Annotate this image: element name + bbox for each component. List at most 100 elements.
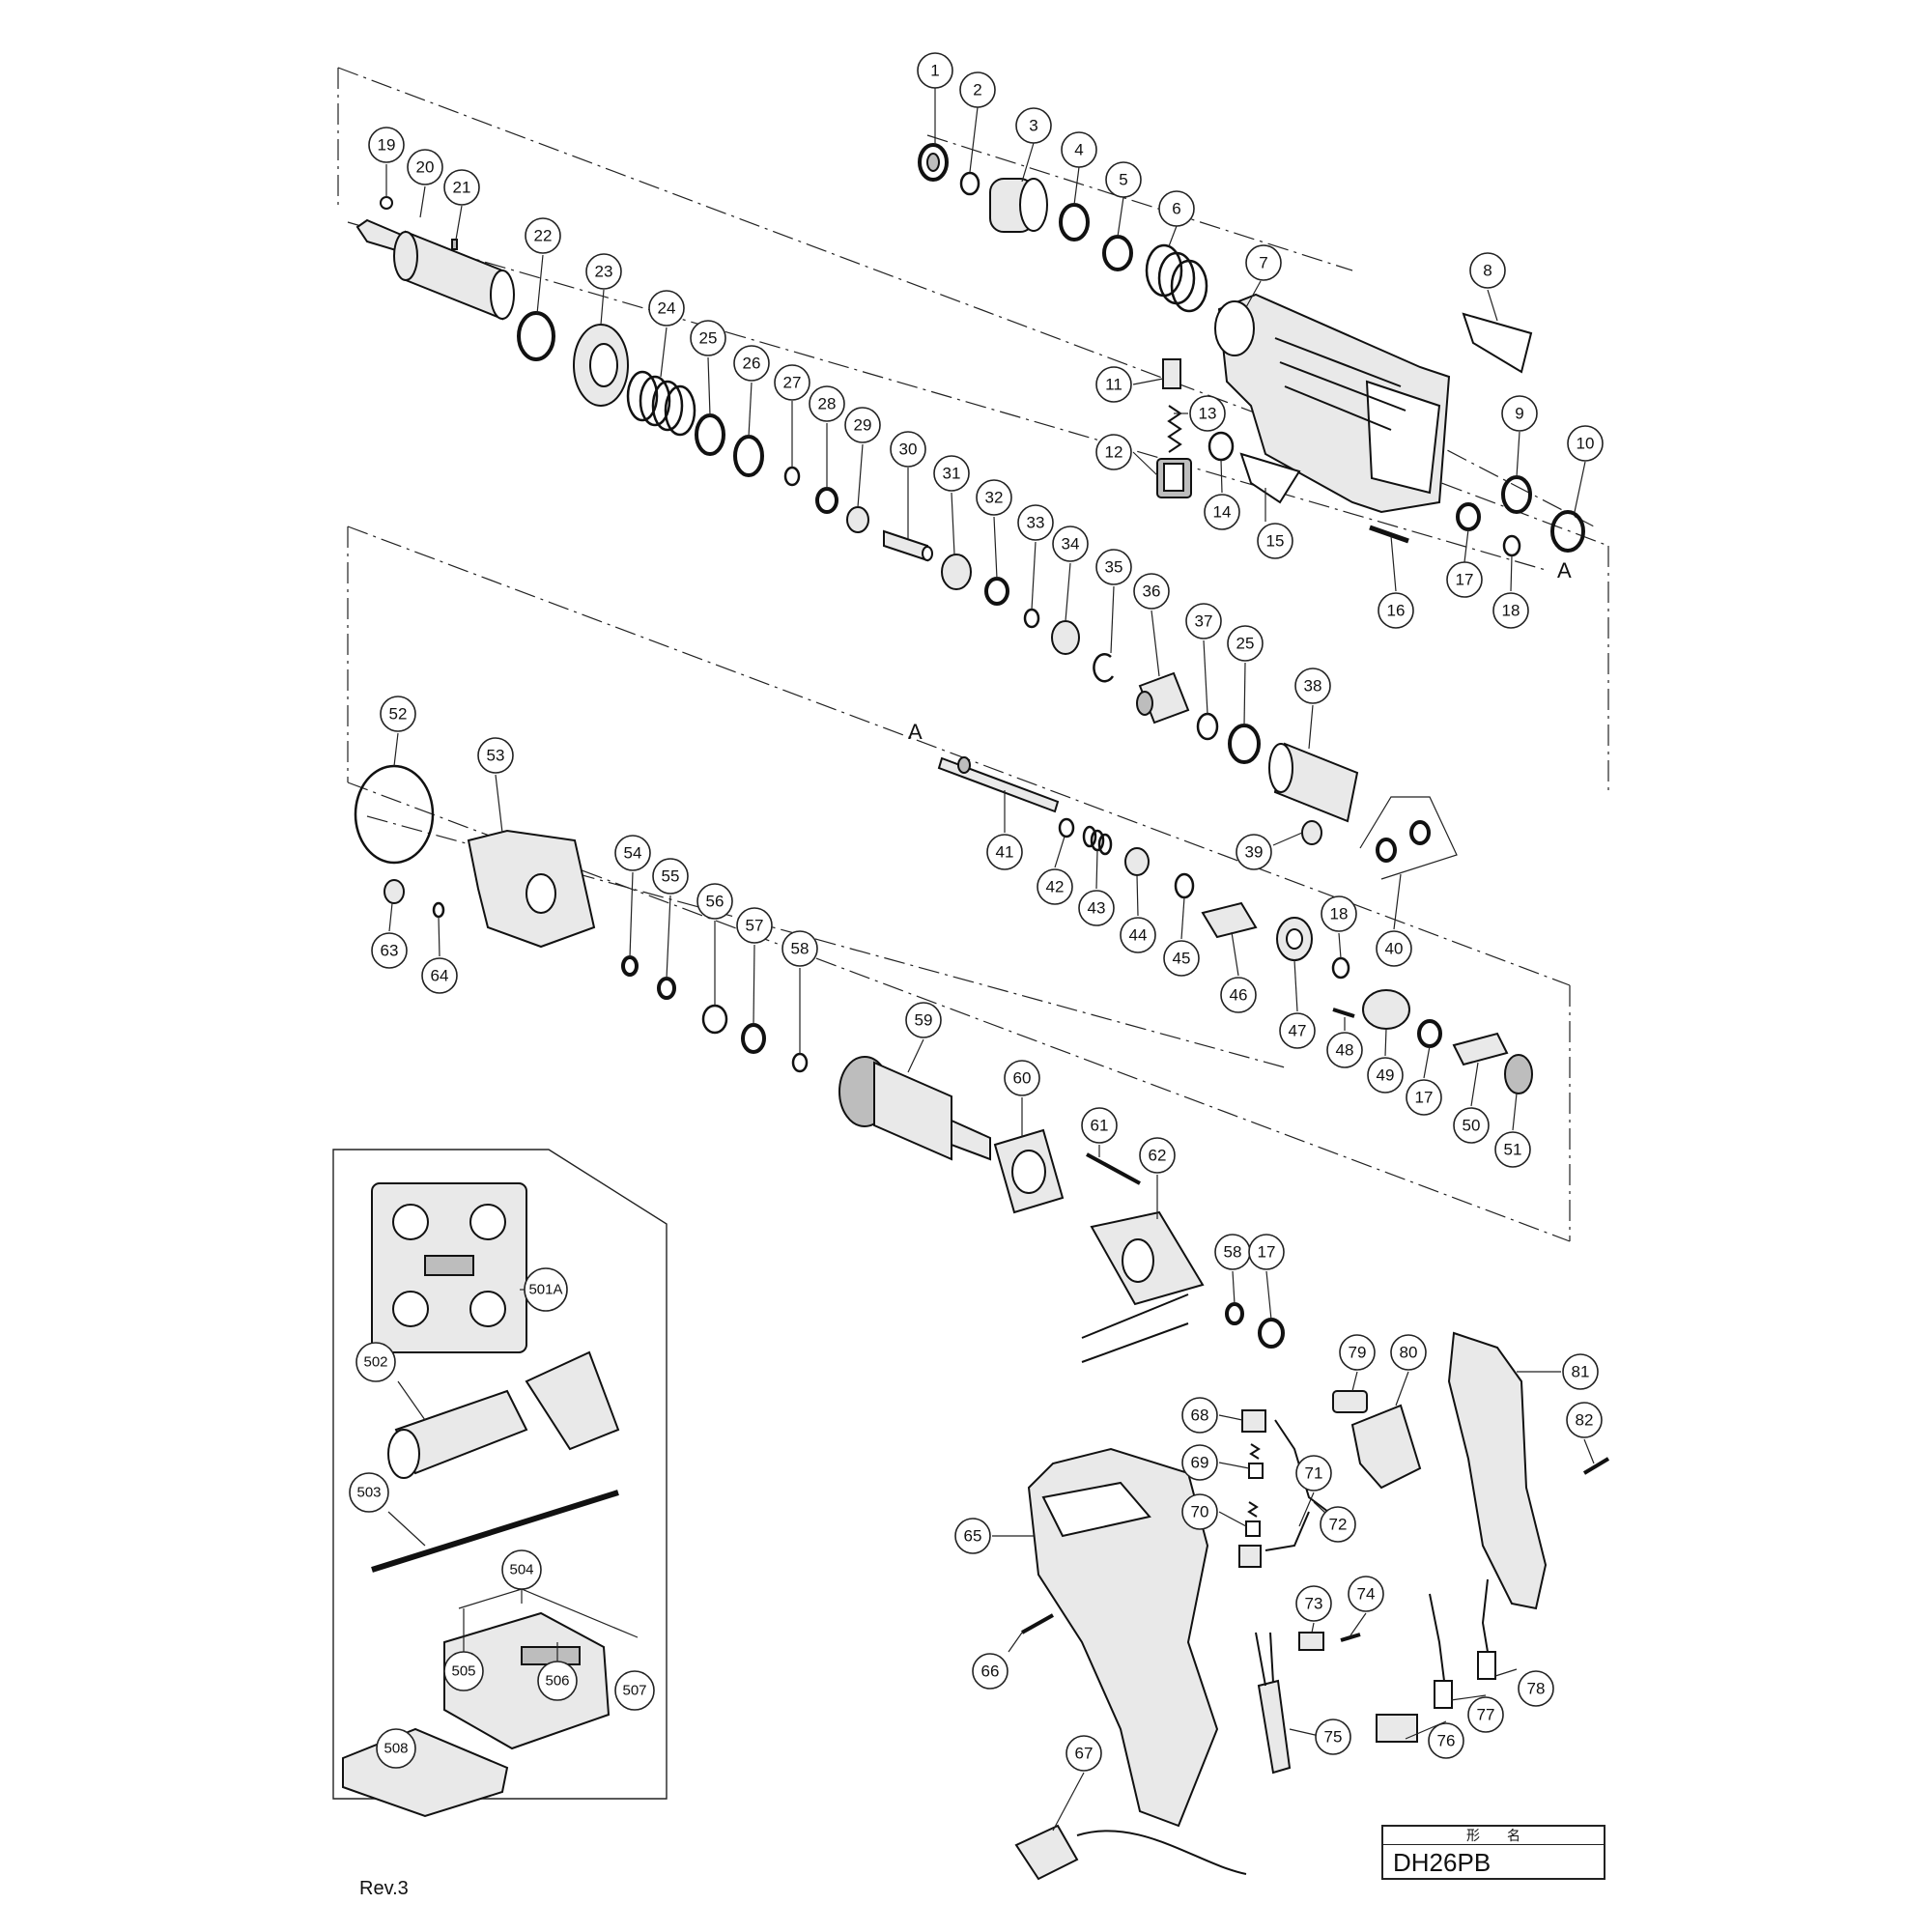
part-49 bbox=[1362, 989, 1410, 1030]
part-24-spring bbox=[626, 370, 696, 437]
svg-text:58: 58 bbox=[791, 940, 810, 958]
callout-67: 67 bbox=[1065, 1735, 1102, 1772]
part-75-cord-armor bbox=[1255, 1632, 1292, 1775]
part-40 bbox=[1376, 820, 1431, 863]
svg-text:44: 44 bbox=[1129, 926, 1148, 945]
callout-16: 16 bbox=[1378, 592, 1414, 629]
callout-33: 33 bbox=[1017, 504, 1054, 541]
callout-38: 38 bbox=[1294, 668, 1331, 704]
part-58-lower bbox=[1225, 1302, 1244, 1325]
part-3 bbox=[989, 178, 1048, 233]
part-5 bbox=[1102, 235, 1133, 271]
callout-75: 75 bbox=[1315, 1719, 1351, 1755]
callout-44: 44 bbox=[1120, 917, 1156, 953]
part-55 bbox=[657, 977, 676, 1000]
svg-text:70: 70 bbox=[1191, 1503, 1209, 1521]
part-59-armature bbox=[838, 1056, 991, 1161]
callout-13: 13 bbox=[1189, 395, 1226, 432]
callout-507: 507 bbox=[614, 1670, 655, 1711]
leader-lines bbox=[385, 88, 1595, 1832]
svg-text:17: 17 bbox=[1258, 1243, 1276, 1262]
part-53-inner-cover bbox=[467, 829, 596, 949]
svg-text:45: 45 bbox=[1173, 950, 1191, 968]
svg-text:503: 503 bbox=[356, 1485, 381, 1501]
svg-text:46: 46 bbox=[1230, 986, 1248, 1005]
svg-text:79: 79 bbox=[1349, 1344, 1367, 1362]
svg-text:24: 24 bbox=[658, 299, 676, 318]
callout-51: 51 bbox=[1494, 1131, 1531, 1168]
svg-text:17: 17 bbox=[1415, 1089, 1434, 1107]
svg-text:53: 53 bbox=[487, 747, 505, 765]
svg-text:27: 27 bbox=[783, 374, 802, 392]
part-17-middle bbox=[1417, 1019, 1442, 1048]
svg-text:47: 47 bbox=[1289, 1022, 1307, 1040]
svg-text:6: 6 bbox=[1172, 200, 1180, 218]
callout-32: 32 bbox=[976, 479, 1012, 516]
callout-31: 31 bbox=[933, 455, 970, 492]
part-35 bbox=[1093, 652, 1115, 683]
callout-43: 43 bbox=[1078, 890, 1115, 926]
callout-17-a: 17 bbox=[1446, 561, 1483, 598]
part-43-spring bbox=[1082, 825, 1113, 856]
callout-39: 39 bbox=[1236, 834, 1272, 870]
svg-text:77: 77 bbox=[1477, 1706, 1495, 1724]
callout-504: 504 bbox=[501, 1549, 542, 1590]
callout-7: 7 bbox=[1245, 244, 1282, 281]
part-58-upper bbox=[791, 1052, 809, 1073]
callout-52: 52 bbox=[380, 696, 416, 732]
svg-text:49: 49 bbox=[1377, 1066, 1395, 1085]
svg-text:22: 22 bbox=[534, 227, 553, 245]
svg-text:18: 18 bbox=[1502, 602, 1520, 620]
part-12 bbox=[1156, 458, 1192, 498]
part-6 bbox=[1145, 243, 1208, 313]
callout-63: 63 bbox=[371, 932, 408, 969]
callout-80: 80 bbox=[1390, 1334, 1427, 1371]
callout-41: 41 bbox=[986, 834, 1023, 870]
callout-62: 62 bbox=[1139, 1137, 1176, 1174]
svg-text:15: 15 bbox=[1266, 532, 1285, 551]
part-34 bbox=[1051, 620, 1080, 655]
part-57 bbox=[741, 1023, 766, 1054]
callout-72: 72 bbox=[1320, 1506, 1356, 1543]
part-31 bbox=[941, 554, 972, 590]
part-76-capacitor bbox=[1376, 1714, 1418, 1743]
svg-text:58: 58 bbox=[1224, 1243, 1242, 1262]
svg-text:10: 10 bbox=[1577, 435, 1595, 453]
model-name: DH26PB bbox=[1393, 1848, 1492, 1877]
svg-text:2: 2 bbox=[973, 81, 981, 99]
svg-text:9: 9 bbox=[1515, 405, 1523, 423]
part-81-handle-cover bbox=[1447, 1331, 1548, 1610]
part-13 bbox=[1167, 405, 1182, 453]
callout-18-b: 18 bbox=[1321, 895, 1357, 932]
svg-text:19: 19 bbox=[378, 136, 396, 155]
callout-54: 54 bbox=[614, 835, 651, 871]
callout-64: 64 bbox=[421, 957, 458, 994]
part-56 bbox=[701, 1004, 728, 1035]
callout-25-a: 25 bbox=[690, 320, 726, 356]
svg-text:52: 52 bbox=[389, 705, 408, 724]
part-27 bbox=[783, 466, 801, 487]
callout-8: 8 bbox=[1469, 252, 1506, 289]
part-30 bbox=[883, 529, 933, 562]
part-73 bbox=[1298, 1632, 1324, 1651]
svg-text:504: 504 bbox=[509, 1562, 533, 1578]
part-25-lower bbox=[1228, 724, 1261, 764]
svg-text:73: 73 bbox=[1305, 1595, 1323, 1613]
part-66-screw bbox=[1021, 1613, 1054, 1634]
part-78-wire bbox=[1477, 1578, 1496, 1680]
callout-25-b: 25 bbox=[1227, 625, 1264, 662]
callout-26: 26 bbox=[733, 345, 770, 382]
svg-text:507: 507 bbox=[622, 1683, 646, 1699]
part-18-lower bbox=[1331, 956, 1350, 980]
svg-text:42: 42 bbox=[1046, 878, 1065, 896]
svg-text:54: 54 bbox=[624, 844, 642, 863]
callout-37: 37 bbox=[1185, 603, 1222, 639]
callout-50: 50 bbox=[1453, 1107, 1490, 1144]
part-18-upper bbox=[1502, 534, 1521, 557]
svg-text:38: 38 bbox=[1304, 677, 1322, 696]
callout-55: 55 bbox=[652, 858, 689, 895]
svg-text:23: 23 bbox=[595, 263, 613, 281]
svg-text:13: 13 bbox=[1199, 405, 1217, 423]
callout-59: 59 bbox=[905, 1002, 942, 1038]
svg-text:505: 505 bbox=[451, 1663, 475, 1680]
